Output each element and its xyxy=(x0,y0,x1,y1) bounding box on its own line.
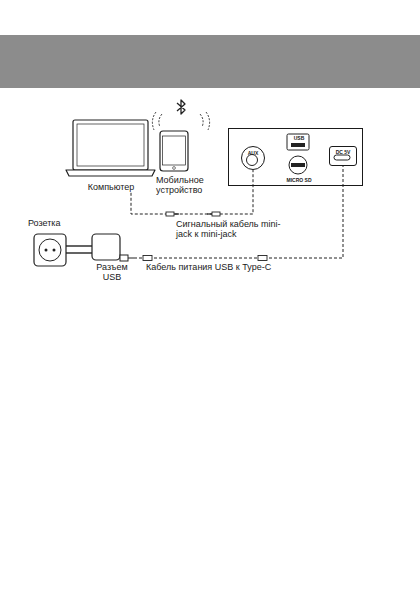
adapter-node: Разъем USB xyxy=(90,228,134,283)
usb-adapter xyxy=(92,234,120,260)
minijack-tip xyxy=(207,213,212,214)
minijack-plug xyxy=(212,212,220,216)
adapter-prong xyxy=(66,245,92,246)
dc-port: DC 5V xyxy=(329,146,357,166)
aux-port: AUX xyxy=(241,146,265,170)
type-c-plug xyxy=(258,256,267,261)
outlet-socket xyxy=(39,239,61,261)
cable-label: Сигнальный кабель mini-jack к mini-jack xyxy=(176,219,296,240)
minijack-plug xyxy=(166,212,174,216)
node-label: Розетка xyxy=(28,218,84,229)
phone-button xyxy=(173,167,176,170)
outlet-plate xyxy=(34,234,66,266)
laptop-display xyxy=(77,124,144,166)
node-label: MICRO SD xyxy=(279,177,319,183)
node-label: USB xyxy=(288,135,310,141)
type-c-socket xyxy=(334,155,350,160)
usb-plug xyxy=(143,256,152,261)
sd-slot-opening xyxy=(291,163,305,167)
phone-body xyxy=(160,131,188,171)
adapter-usb-port xyxy=(120,255,128,261)
usb-port-tongue xyxy=(291,143,305,147)
wireless-wave xyxy=(152,112,156,130)
laptop-screen xyxy=(73,120,148,170)
adapter-prong xyxy=(66,252,92,253)
sd-slot xyxy=(289,156,307,174)
header-band xyxy=(0,35,420,88)
wireless-wave xyxy=(200,114,203,127)
wireless-wave xyxy=(159,114,162,127)
node-label: DC 5V xyxy=(330,149,356,155)
aux-socket xyxy=(247,155,258,166)
outlet-node: Розетка xyxy=(28,218,84,268)
node-label: Мобильное устройство xyxy=(156,176,220,196)
usb-port xyxy=(287,134,309,150)
phone-screen xyxy=(163,136,186,165)
cable-stub xyxy=(128,258,134,259)
node-label: AUX xyxy=(242,150,264,156)
outlet-hole xyxy=(53,249,56,252)
cable-line xyxy=(134,166,343,258)
device-box: USB MICRO SD AUX DC 5V xyxy=(228,128,363,186)
node-label: Компьютер xyxy=(68,182,154,193)
phone-node: Мобильное устройство xyxy=(156,130,220,196)
laptop-base xyxy=(66,170,155,176)
outlet-hole xyxy=(45,249,48,252)
minijack-tip xyxy=(174,213,179,214)
cable-line xyxy=(131,170,253,214)
wireless-wave xyxy=(206,112,210,130)
cable-label: Кабель питания USB к Type-C xyxy=(146,262,271,272)
node-label: Разъем USB xyxy=(90,262,134,283)
computer-node: Компьютер xyxy=(68,118,154,193)
bluetooth-symbol xyxy=(177,100,185,114)
